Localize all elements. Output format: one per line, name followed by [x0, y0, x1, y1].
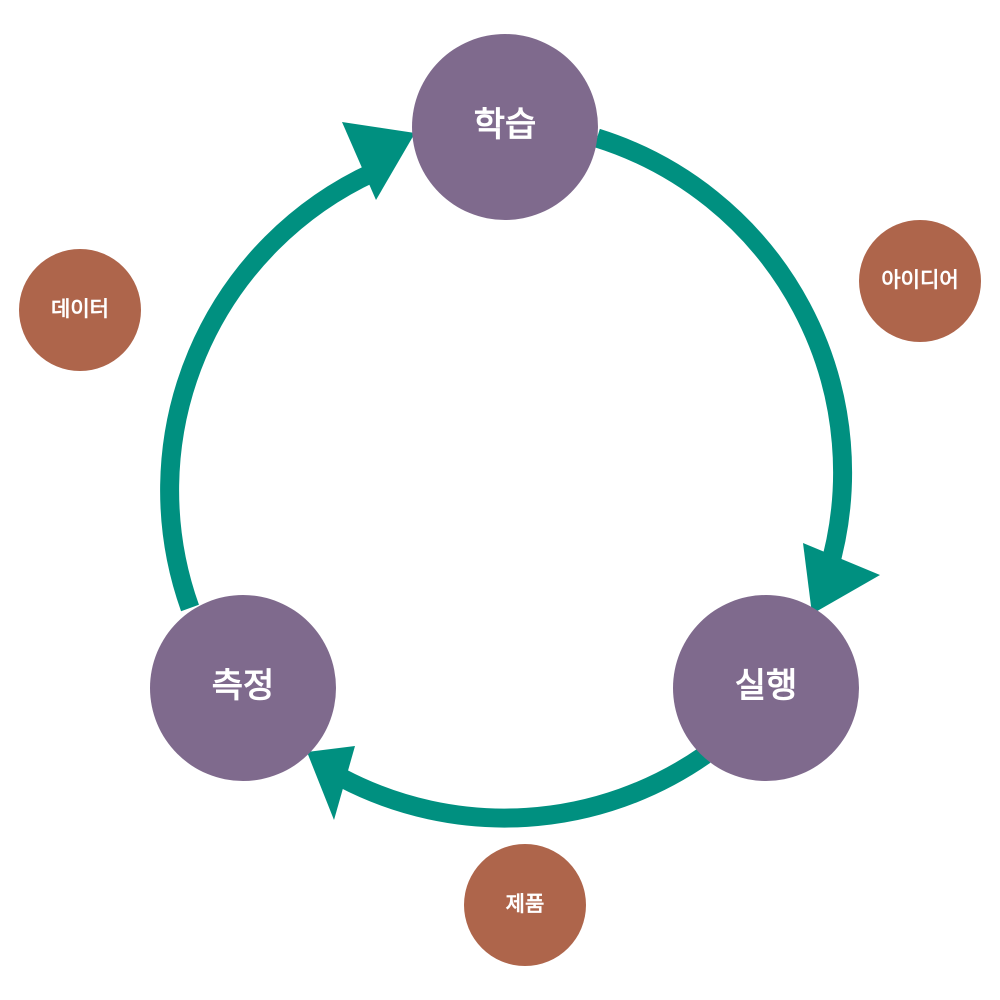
- stage-circle: [150, 595, 336, 781]
- arc-measure-to-learn: [160, 163, 378, 612]
- stage-circle: [412, 34, 598, 220]
- stage-node-learn: 학습: [412, 34, 598, 220]
- item-circle: [464, 844, 586, 966]
- item-circle: [859, 220, 981, 342]
- arc-learn-to-build: [594, 128, 852, 575]
- stage-label: 학습: [474, 105, 537, 145]
- cycle-arrows: [160, 128, 852, 828]
- arrowheads: [307, 122, 880, 820]
- arrowhead-into-learn: [342, 122, 415, 200]
- item-label: 데이터: [51, 297, 109, 321]
- arc-build-to-measure: [337, 747, 711, 828]
- stage-label: 측정: [212, 666, 275, 706]
- stage-label: 실행: [735, 666, 798, 706]
- item-node-data: 데이터: [19, 249, 141, 371]
- item-node-ideas: 아이디어: [859, 220, 981, 342]
- item-node-product: 제품: [464, 844, 586, 966]
- item-label: 아이디어: [881, 268, 958, 292]
- stage-node-measure: 측정: [150, 595, 336, 781]
- item-label: 제품: [506, 892, 545, 916]
- arrowhead-into-measure: [307, 746, 355, 820]
- arrowhead-into-build: [803, 543, 880, 614]
- item-circle: [19, 249, 141, 371]
- stage-circle: [673, 595, 859, 781]
- stage-node-build: 실행: [673, 595, 859, 781]
